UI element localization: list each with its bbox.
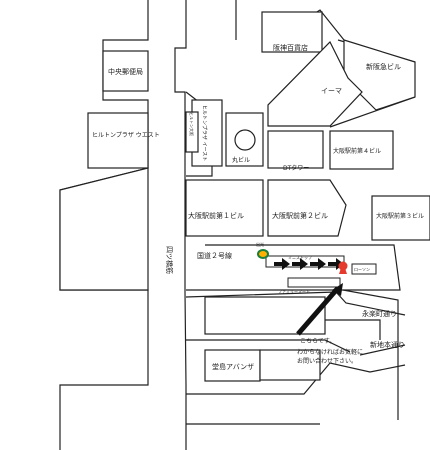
block-shops-row xyxy=(204,296,326,335)
block-chuo-yubinkyoku xyxy=(102,50,149,92)
callout-line3: お問い合わせ下さい。 xyxy=(297,357,357,365)
label-yotsubashi: 四ツ橋筋 xyxy=(165,246,174,274)
label-ekimae-3: 大阪駅前第３ビル xyxy=(376,212,424,220)
building-blocks xyxy=(59,11,430,382)
block-hilton-hotel xyxy=(185,111,199,153)
label-maru: 丸ビル xyxy=(232,156,250,164)
block-dt-tower xyxy=(267,130,324,169)
label-ekimae-4: 大阪駅前第４ビル xyxy=(333,147,381,155)
label-dojima: 堂島アバンザ xyxy=(212,362,254,371)
label-kokudo-2: 国道２号線 xyxy=(197,251,232,260)
label-shinchi: 新地本通り xyxy=(370,340,405,349)
block-hanshin xyxy=(261,11,323,53)
label-shin-hankyu: 新阪急ビル xyxy=(366,62,401,71)
road-labels: 四ツ橋筋 国道２号線 永楽町通り 新地本通り ファミリーマート ミニストップ ロ… xyxy=(165,241,405,349)
block-ekimae-3 xyxy=(371,195,430,241)
label-ekimae-2: 大阪駅前第２ビル xyxy=(272,211,328,220)
block-lower-mid xyxy=(259,349,321,381)
block-ekimae-4 xyxy=(329,130,394,170)
block-labels: 中央郵便局 阪神百貨店 新阪急ビル イーマ ヒルトンプラザ ウエスト 丸ビル D… xyxy=(92,43,424,371)
block-ima xyxy=(267,40,363,127)
block-ekimae-2 xyxy=(267,179,347,237)
target-marker xyxy=(338,261,348,274)
label-chuo-yubinkyoku: 中央郵便局 xyxy=(108,67,143,76)
label-hanshin: 阪神百貨店 xyxy=(273,43,308,52)
pointer-arrow xyxy=(296,283,343,336)
maru-building-circle xyxy=(234,129,256,151)
label-hilton-west: ヒルトンプラザ ウエスト xyxy=(92,131,160,139)
block-ekimae-1 xyxy=(185,179,264,237)
label-corner: ローソン xyxy=(354,267,370,272)
label-family-mart: ファミリーマート xyxy=(278,289,310,294)
label-ima: イーマ xyxy=(321,87,342,95)
block-left-mid xyxy=(59,167,149,291)
shop-strip xyxy=(265,255,377,288)
label-hilton-hotel: ヒルトン大阪 xyxy=(189,112,195,136)
gas-station-logo xyxy=(257,249,269,259)
label-eirakucho: 永楽町通り xyxy=(362,309,397,318)
label-shop-row: ミニストップ xyxy=(288,254,312,260)
label-hilton-east: ヒルトンプラザ イースト xyxy=(201,105,207,161)
label-dt-tower: DTタワー xyxy=(283,164,309,172)
label-ekimae-1: 大阪駅前第１ビル xyxy=(188,211,244,220)
block-hilton-west xyxy=(87,112,149,169)
callout: こちらです。 わからなければお気軽に お問い合わせ下さい。 xyxy=(297,338,363,365)
callout-line1: こちらです。 xyxy=(300,338,335,345)
label-gas-station: 出光 xyxy=(256,241,264,247)
callout-line2: わからなければお気軽に xyxy=(297,348,363,356)
